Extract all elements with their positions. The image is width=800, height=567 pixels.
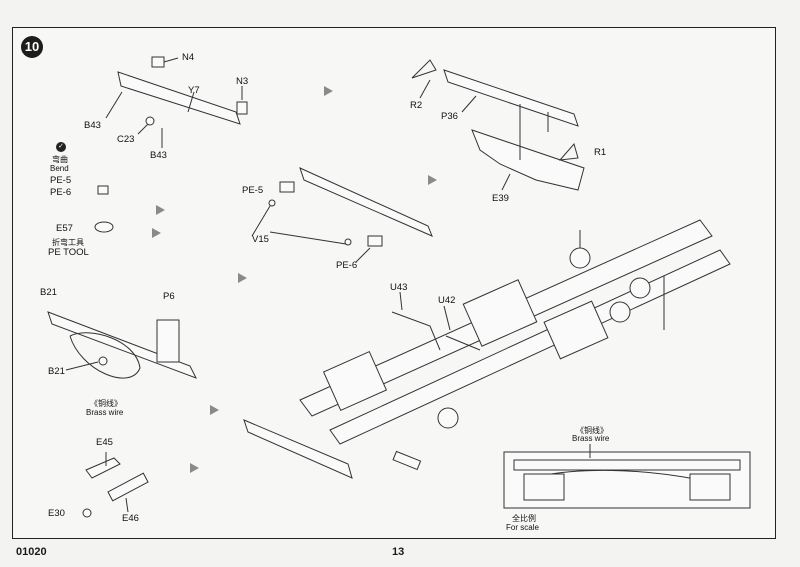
arrow-right-icon bbox=[324, 86, 333, 96]
brass-wire-label: Brass wire bbox=[86, 408, 124, 417]
page-number: 13 bbox=[392, 546, 405, 558]
part-label-p36: P36 bbox=[441, 111, 458, 122]
part-label-e46: E46 bbox=[122, 513, 139, 524]
scale-label-cn: 全比例 bbox=[512, 514, 536, 523]
part-label-r1: R1 bbox=[594, 147, 607, 158]
part-label-n4: N4 bbox=[182, 52, 195, 63]
part-label-e30: E30 bbox=[48, 508, 65, 519]
part-label-b43: B43 bbox=[150, 150, 167, 161]
part-label-b21: B21 bbox=[40, 287, 57, 298]
chassis-group bbox=[243, 219, 731, 479]
part-label-c23: C23 bbox=[117, 134, 135, 145]
shaft-group bbox=[82, 452, 149, 518]
part-label-pe5: PE-5 bbox=[50, 175, 72, 186]
front-bumper-group bbox=[105, 56, 248, 148]
part-label-b43: B43 bbox=[84, 120, 101, 131]
scale-label: For scale bbox=[506, 523, 539, 532]
part-label-y7: Y7 bbox=[188, 85, 200, 96]
brass-wire-label: Brass wire bbox=[572, 434, 610, 443]
arrow-right-icon bbox=[152, 228, 161, 238]
arrow-right-icon bbox=[428, 175, 437, 185]
bend-icon: ✓ bbox=[56, 142, 66, 152]
part-label-b21: B21 bbox=[48, 366, 65, 377]
pe-tool-label: PE TOOL bbox=[48, 247, 89, 258]
arrow-right-icon bbox=[238, 273, 247, 283]
brass-wire-label-cn: 《铜线》 bbox=[90, 399, 122, 408]
product-code: 01020 bbox=[16, 546, 47, 558]
bend-label-cn: 弯曲 bbox=[52, 155, 68, 164]
arrow-right-icon bbox=[210, 405, 219, 415]
bend-label: Bend bbox=[50, 164, 69, 173]
part-label-pe6: PE-6 bbox=[50, 187, 72, 198]
part-label-pe6: PE-6 bbox=[336, 260, 358, 271]
part-label-v15: V15 bbox=[252, 234, 269, 245]
rear-bracket-group bbox=[47, 311, 198, 379]
brass-wire-label-cn: 《铜线》 bbox=[576, 426, 608, 435]
pe-parts-group bbox=[94, 185, 114, 233]
arrow-right-icon bbox=[190, 463, 199, 473]
part-label-n3: N3 bbox=[236, 76, 249, 87]
part-label-e39: E39 bbox=[492, 193, 509, 204]
part-label-e45: E45 bbox=[96, 437, 113, 448]
part-label-pe5: PE-5 bbox=[242, 185, 264, 196]
step-number-badge: 10 bbox=[21, 36, 43, 58]
part-label-e57: E57 bbox=[56, 223, 73, 234]
part-label-u43: U43 bbox=[390, 282, 408, 293]
arrow-right-icon bbox=[156, 205, 165, 215]
part-label-p6: P6 bbox=[163, 291, 175, 302]
scale-inset bbox=[503, 444, 751, 509]
middle-bracket-group bbox=[251, 167, 433, 263]
part-label-u42: U42 bbox=[438, 295, 456, 306]
pe-tool-label-cn: 折弯工具 bbox=[52, 238, 84, 247]
mudguard-group bbox=[411, 59, 585, 191]
part-label-r2: R2 bbox=[410, 100, 423, 111]
